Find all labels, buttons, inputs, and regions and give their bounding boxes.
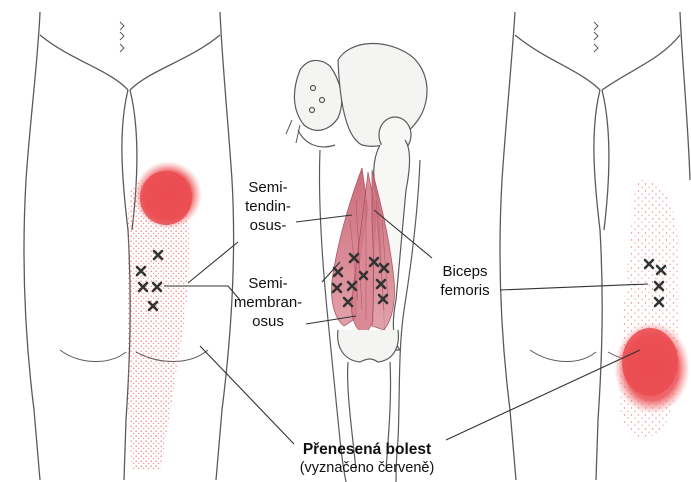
right-referred-pain-zone [614, 180, 690, 438]
semimembranosus-label: Semi- membran- osus [228, 274, 308, 331]
semimembranosus-line-3: osus [228, 312, 308, 331]
semitendinosus-leader-right [296, 215, 352, 222]
biceps-femoris-line-1: Biceps [428, 262, 502, 281]
referred-pain-title: Přenesená bolest [282, 440, 452, 459]
left-referred-pain-zone [127, 161, 202, 470]
semitendinosus-line-1: Semi- [236, 178, 300, 197]
semitendinosus-label: Semi- tendin- osus- [236, 178, 300, 235]
biceps-femoris-label: Biceps femoris [428, 262, 502, 300]
referred-pain-note: (vyznačeno červeně) [282, 459, 452, 478]
semimembranosus-line-2: membran- [228, 293, 308, 312]
biceps-femoris-line-2: femoris [428, 281, 502, 300]
semitendinosus-line-3: osus- [236, 216, 300, 235]
semitendinosus-line-2: tendin- [236, 197, 300, 216]
referred-pain-leader-left [200, 346, 294, 444]
semimembranosus-line-1: Semi- [228, 274, 308, 293]
referred-pain-leader-right [446, 350, 640, 440]
